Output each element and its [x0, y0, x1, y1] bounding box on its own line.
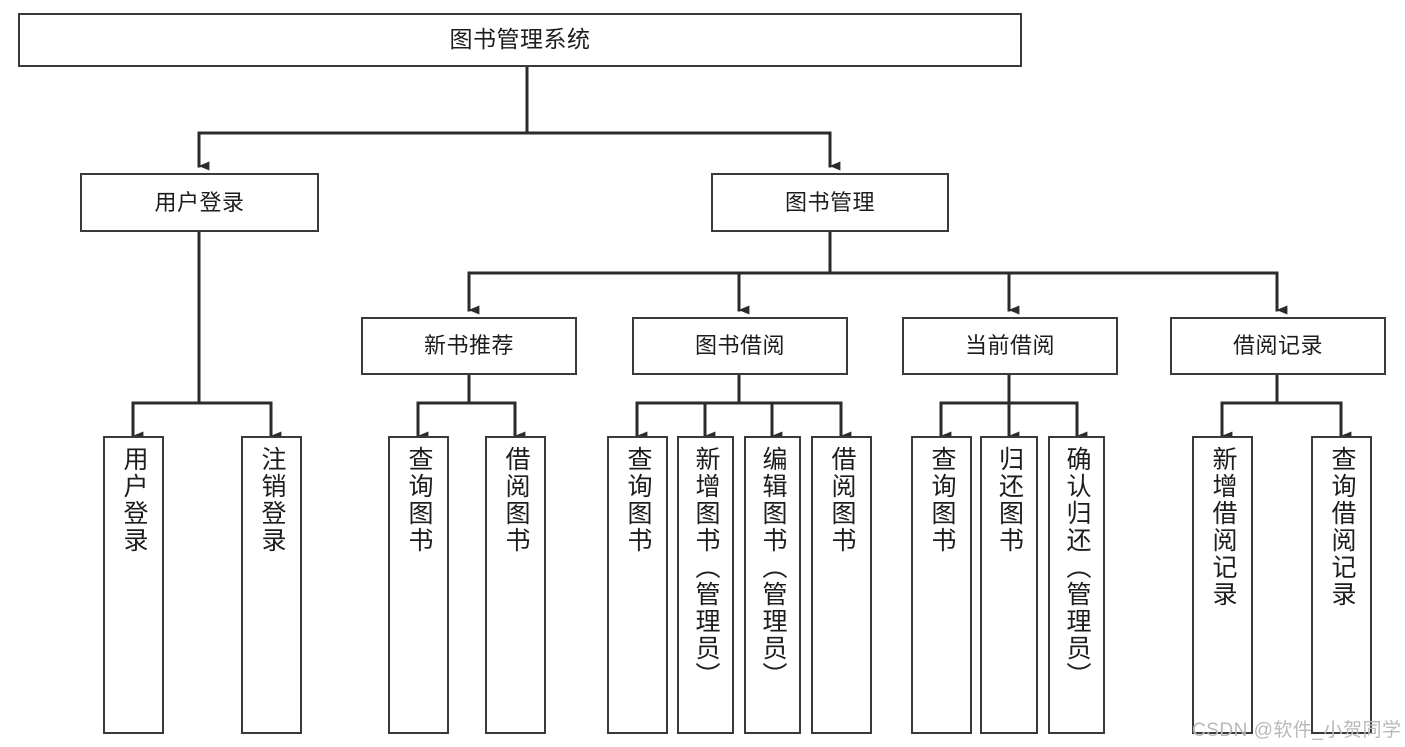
- node-leaf-add-book-label: 新增图书（管理员）: [692, 446, 720, 689]
- node-leaf-user-login-label: 用户登录: [120, 446, 148, 554]
- node-leaf-query-book-3-label: 查询图书: [928, 446, 956, 554]
- node-leaf-add-record[interactable]: 新增借阅记录: [1192, 436, 1253, 734]
- node-leaf-logout[interactable]: 注销登录: [241, 436, 302, 734]
- node-book-manage-label: 图书管理: [784, 189, 875, 215]
- node-leaf-query-book-2-label: 查询图书: [624, 446, 652, 554]
- node-user-login-label: 用户登录: [154, 189, 245, 215]
- node-book-manage[interactable]: 图书管理: [711, 173, 949, 232]
- node-leaf-borrow-book-1[interactable]: 借阅图书: [485, 436, 546, 734]
- node-book-borrow[interactable]: 图书借阅: [632, 317, 848, 375]
- node-current-borrow[interactable]: 当前借阅: [902, 317, 1118, 375]
- node-leaf-query-record-label: 查询借阅记录: [1328, 446, 1356, 608]
- node-leaf-query-book-1-label: 查询图书: [405, 446, 433, 554]
- watermark-text: CSDN @软件_小贺同学: [1192, 720, 1402, 741]
- node-borrow-record[interactable]: 借阅记录: [1170, 317, 1386, 375]
- node-root[interactable]: 图书管理系统: [18, 13, 1022, 67]
- node-leaf-query-book-1[interactable]: 查询图书: [388, 436, 449, 734]
- node-leaf-query-book-2[interactable]: 查询图书: [607, 436, 668, 734]
- node-borrow-record-label: 借阅记录: [1232, 333, 1323, 359]
- node-leaf-edit-book-label: 编辑图书（管理员）: [759, 446, 787, 689]
- node-leaf-borrow-book-1-label: 借阅图书: [502, 446, 530, 554]
- node-leaf-query-record[interactable]: 查询借阅记录: [1311, 436, 1372, 734]
- node-current-borrow-label: 当前借阅: [964, 333, 1055, 359]
- node-leaf-return-book[interactable]: 归还图书: [980, 436, 1038, 734]
- node-leaf-add-record-label: 新增借阅记录: [1209, 446, 1237, 608]
- node-leaf-borrow-book-2[interactable]: 借阅图书: [811, 436, 872, 734]
- node-leaf-add-book[interactable]: 新增图书（管理员）: [677, 436, 734, 734]
- node-new-book-recommend[interactable]: 新书推荐: [361, 317, 577, 375]
- node-leaf-logout-label: 注销登录: [258, 446, 286, 554]
- node-user-login[interactable]: 用户登录: [80, 173, 319, 232]
- node-root-label: 图书管理系统: [449, 26, 591, 53]
- node-leaf-confirm-return[interactable]: 确认归还（管理员）: [1048, 436, 1105, 734]
- node-leaf-return-book-label: 归还图书: [995, 446, 1024, 554]
- node-leaf-user-login[interactable]: 用户登录: [103, 436, 164, 734]
- node-leaf-confirm-return-label: 确认归还（管理员）: [1063, 446, 1091, 689]
- node-leaf-query-book-3[interactable]: 查询图书: [911, 436, 972, 734]
- node-new-book-recommend-label: 新书推荐: [423, 333, 514, 359]
- node-leaf-borrow-book-2-label: 借阅图书: [828, 446, 856, 554]
- node-leaf-edit-book[interactable]: 编辑图书（管理员）: [744, 436, 801, 734]
- node-book-borrow-label: 图书借阅: [694, 333, 785, 359]
